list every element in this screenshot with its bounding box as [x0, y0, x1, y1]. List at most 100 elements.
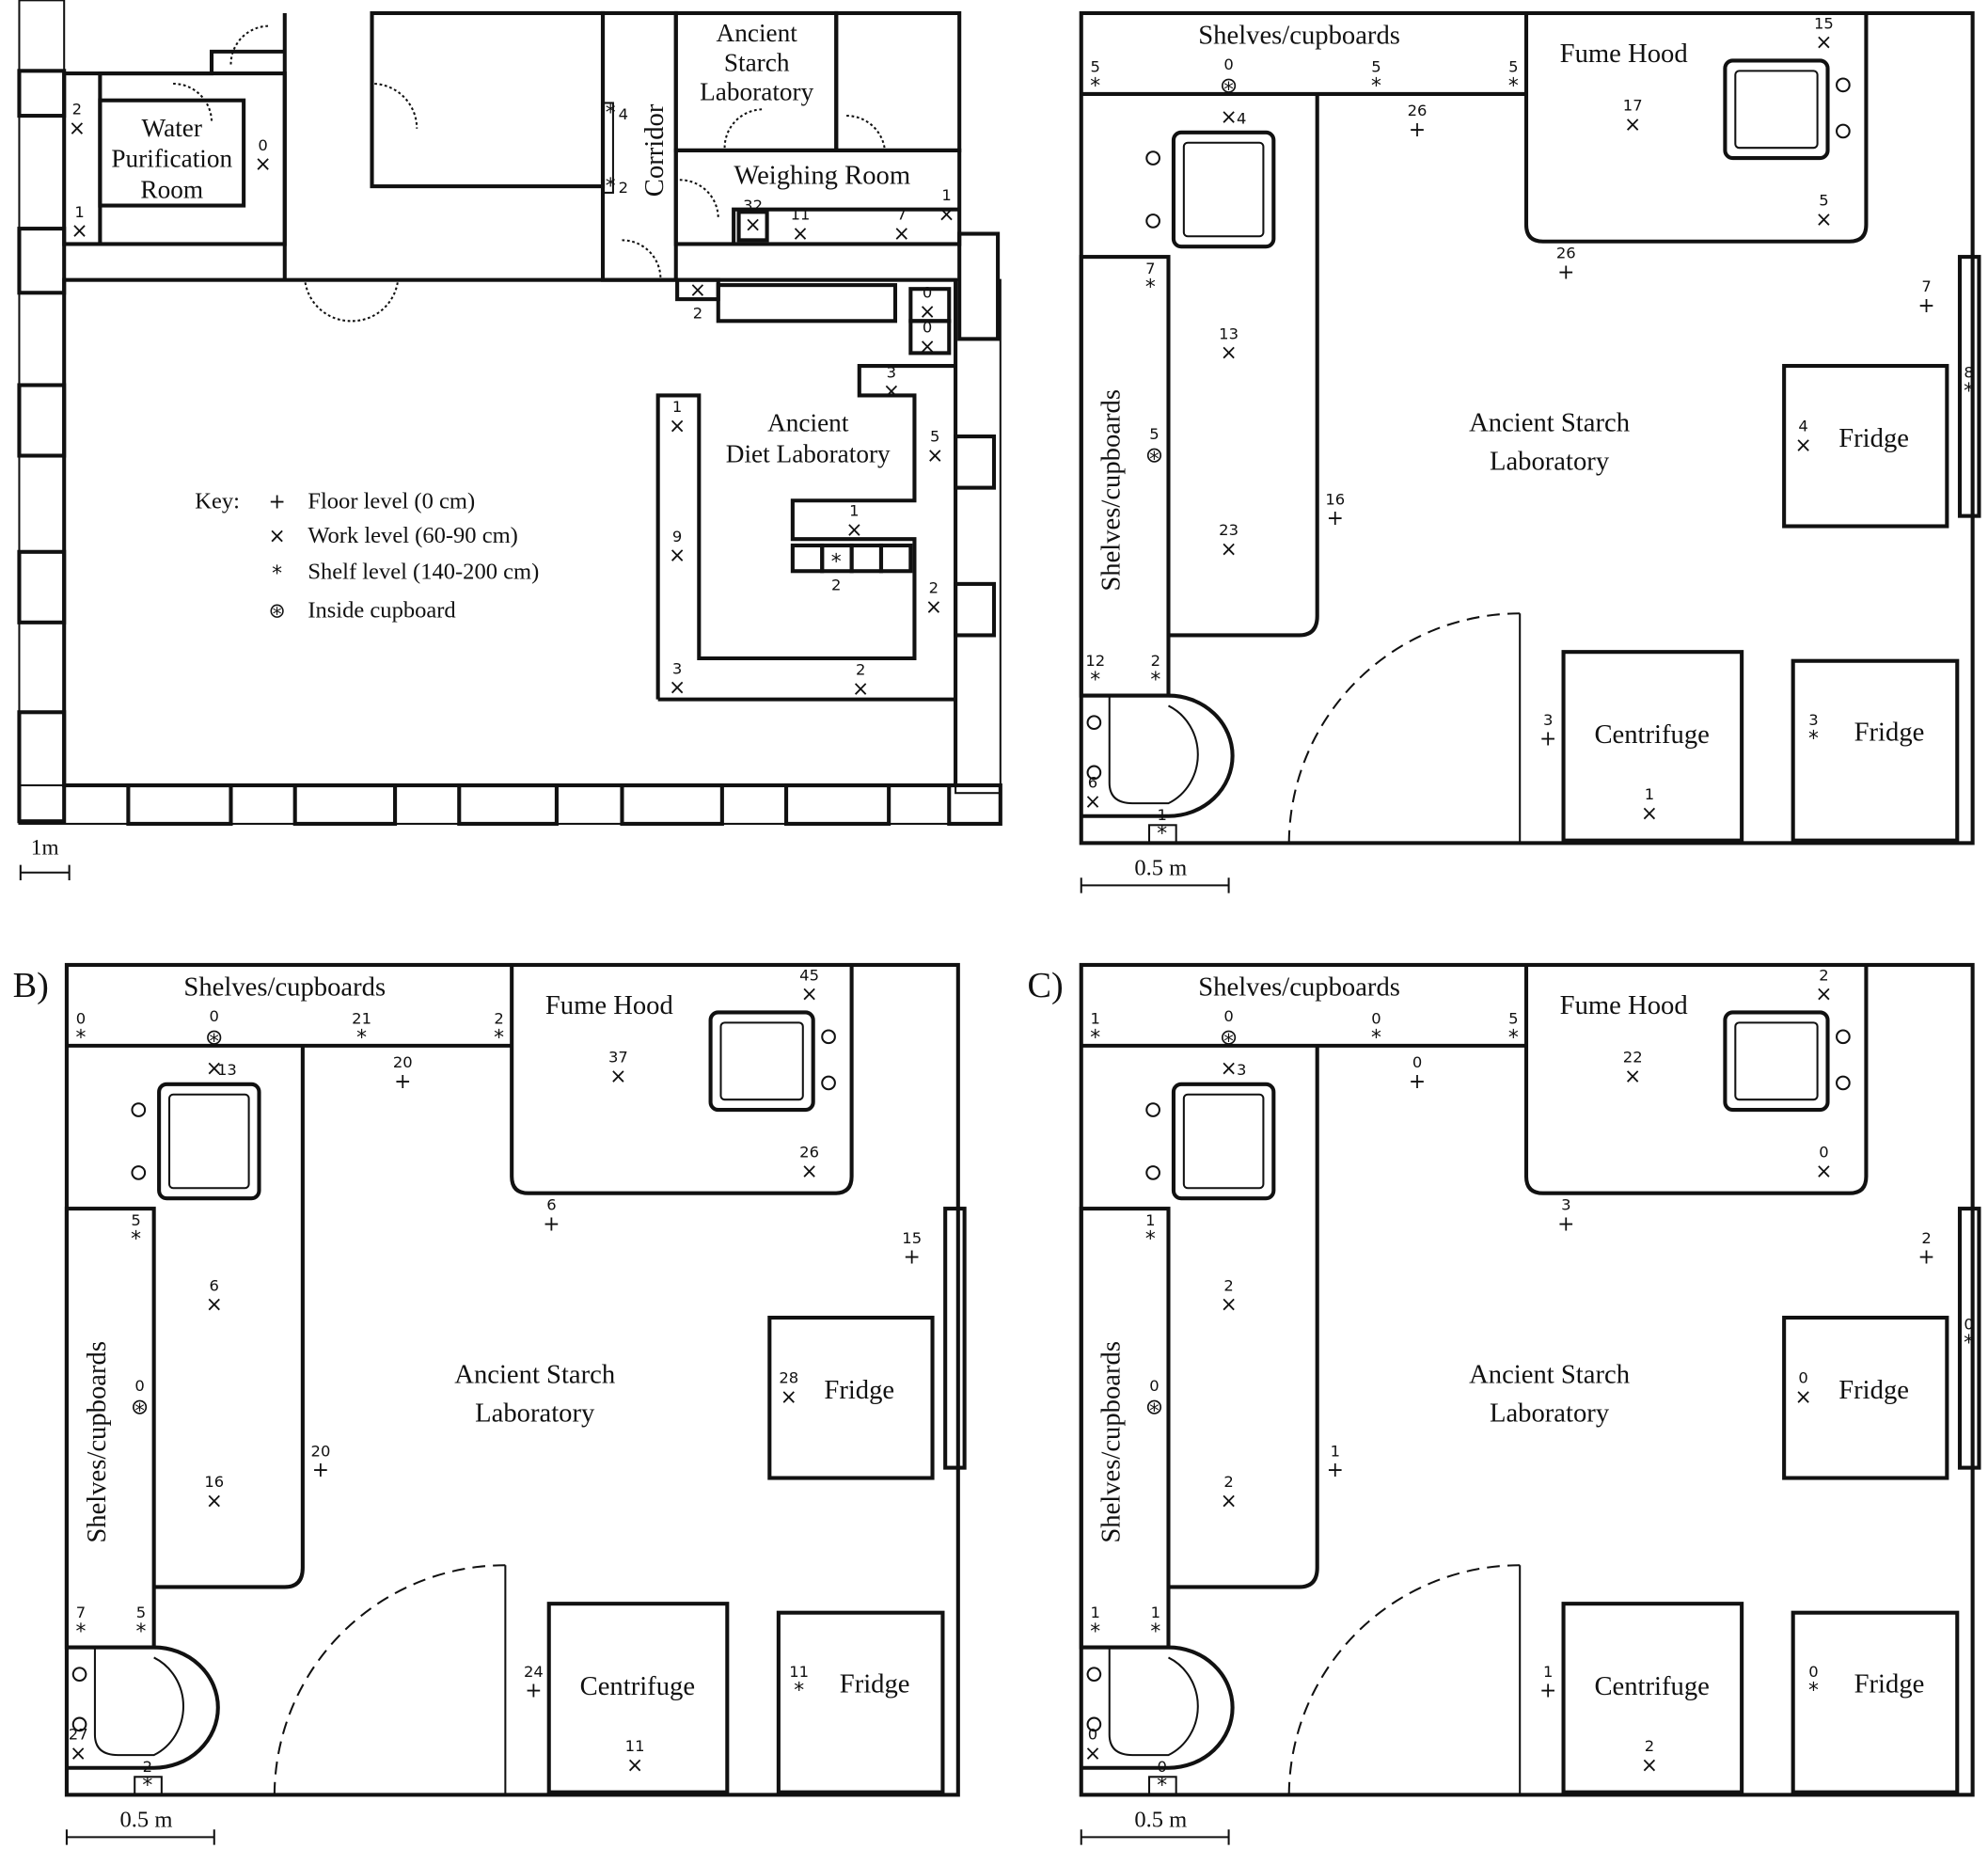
sample-count: 0: [210, 1007, 219, 1025]
sample-count: 32: [743, 197, 763, 214]
sample-count: 11: [789, 1663, 809, 1681]
sample-count: 2: [1223, 1473, 1233, 1491]
work-symbol-icon: ×: [669, 415, 686, 438]
sink: [1171, 1082, 1276, 1201]
sink: [1723, 1010, 1830, 1113]
work-symbol-icon: ×: [800, 1160, 817, 1183]
floor-symbol-icon: +: [268, 490, 285, 514]
floor-symbol-icon: +: [312, 1459, 329, 1482]
sample-count: 0: [1149, 1377, 1159, 1395]
cupboard-symbol-icon: ⊛: [1145, 442, 1163, 467]
sample-count: 0: [1412, 1053, 1422, 1071]
sink-basin: [1182, 141, 1265, 238]
floor-level-marker: +6: [543, 1195, 560, 1236]
scale-label: 0.5 m: [120, 1807, 173, 1832]
shelf-level-marker: *0: [1157, 1758, 1167, 1798]
sample-count: 5: [1508, 58, 1518, 76]
work-level-marker: ×2: [69, 101, 86, 141]
floor-level-marker: +16: [1325, 490, 1345, 530]
tap-icon: [821, 1029, 836, 1045]
wall-pier: [957, 231, 1001, 341]
sample-count: 3: [1237, 1061, 1246, 1079]
room-label-line: Diet Laboratory: [726, 439, 891, 467]
shelf-symbol-icon: *: [1157, 1775, 1167, 1798]
centrifuge-label: Centrifuge: [1594, 1671, 1709, 1701]
shelf-level-marker: *5: [131, 1211, 141, 1252]
shelf-symbol-icon: *: [1090, 1027, 1100, 1051]
sample-count: 6: [210, 1276, 219, 1294]
window: [1957, 255, 1981, 518]
shelf-symbol-icon: *: [1090, 669, 1100, 692]
shelf-symbol-icon: *: [794, 1680, 804, 1703]
sample-count: 22: [1623, 1049, 1643, 1067]
floor-level-marker: +20: [393, 1053, 413, 1094]
sample-count: 5: [1508, 1010, 1518, 1028]
work-level-marker: ×9: [669, 528, 686, 568]
work-symbol-icon: ×: [1084, 791, 1101, 814]
shelf-level-marker: *12: [1085, 652, 1105, 692]
work-symbol-icon: ×: [1794, 1385, 1811, 1409]
work-symbol-icon: ×: [206, 1490, 223, 1513]
work-level-marker: ×2: [852, 661, 869, 702]
sample-count: 1: [1091, 1604, 1100, 1621]
work-bench: [1168, 1045, 1319, 1589]
work-level-marker: ×1: [938, 186, 955, 227]
sample-count: 23: [1219, 521, 1239, 539]
legend-label: Work level (60-90 cm): [308, 523, 518, 548]
sample-count: 1: [1145, 1211, 1155, 1229]
sample-count: 1: [1091, 1010, 1100, 1028]
work-level-marker: ×1: [71, 203, 87, 244]
wall-pier: [947, 782, 1002, 826]
room-label-line: Ancient: [717, 19, 798, 47]
floor-level-marker: +26: [1556, 244, 1576, 284]
work-level-marker: ×6: [1084, 774, 1101, 814]
floor-level-marker: +24: [524, 1663, 544, 1703]
wall-pier: [457, 782, 559, 826]
cupboard-symbol-icon: ⊛: [1220, 1025, 1238, 1051]
work-symbol-icon: ×: [669, 545, 686, 568]
shelf-level-marker: *0: [1371, 1010, 1381, 1051]
legend-label: Floor level (0 cm): [308, 488, 475, 514]
sample-count: 37: [608, 1049, 628, 1067]
shelf-level-marker: *5: [1508, 1010, 1519, 1051]
legend-label: Shelf level (140-200 cm): [308, 559, 539, 584]
small-shelf: [134, 1776, 163, 1796]
sink: [1723, 58, 1830, 161]
shelf-level-marker: *21: [352, 1010, 371, 1051]
sample-count: 5: [136, 1604, 146, 1621]
tap-icon: [1086, 765, 1102, 781]
cupboard-symbol-icon: ⊛: [1145, 1394, 1163, 1419]
shelf-level-marker: *7: [75, 1604, 86, 1644]
work-symbol-icon: ×: [1641, 802, 1658, 826]
work-symbol-icon: ×: [852, 678, 869, 702]
floor-level-marker: +3: [1557, 1195, 1574, 1236]
shelf-symbol-icon: *: [1145, 277, 1156, 300]
corner-sink-basin: [93, 1647, 184, 1757]
small-shelf: [1148, 1776, 1177, 1796]
wall-pier: [17, 710, 67, 824]
fridge: [767, 1315, 935, 1480]
sample-count: 1: [74, 203, 84, 221]
tap-icon: [1145, 213, 1160, 229]
scale-line: [19, 864, 71, 880]
shelf-symbol-icon: *: [831, 551, 842, 575]
sink-cell: [790, 543, 825, 574]
shelf-level-marker: *11: [789, 1663, 809, 1703]
panel-letter: B): [13, 966, 49, 1005]
sample-count: 2: [72, 101, 82, 119]
sample-count: 20: [393, 1053, 413, 1071]
work-bench: [153, 1045, 305, 1589]
window: [1957, 1207, 1981, 1470]
legend-title: Key:: [195, 488, 240, 514]
work-symbol-icon: ×: [781, 1385, 797, 1409]
scale-line: [1080, 877, 1230, 893]
floor-symbol-icon: +: [1539, 1680, 1556, 1703]
room-label-water-purification: Water Purification Room: [111, 114, 232, 203]
work-level-marker: ×2: [689, 278, 706, 322]
shelf-level-marker: *8: [1964, 363, 1974, 403]
sample-count: 2: [929, 578, 939, 596]
sample-count: 2: [693, 305, 702, 323]
floor-symbol-icon: +: [1539, 728, 1556, 751]
sample-count: 4: [619, 105, 628, 123]
sample-count: 6: [546, 1195, 556, 1213]
